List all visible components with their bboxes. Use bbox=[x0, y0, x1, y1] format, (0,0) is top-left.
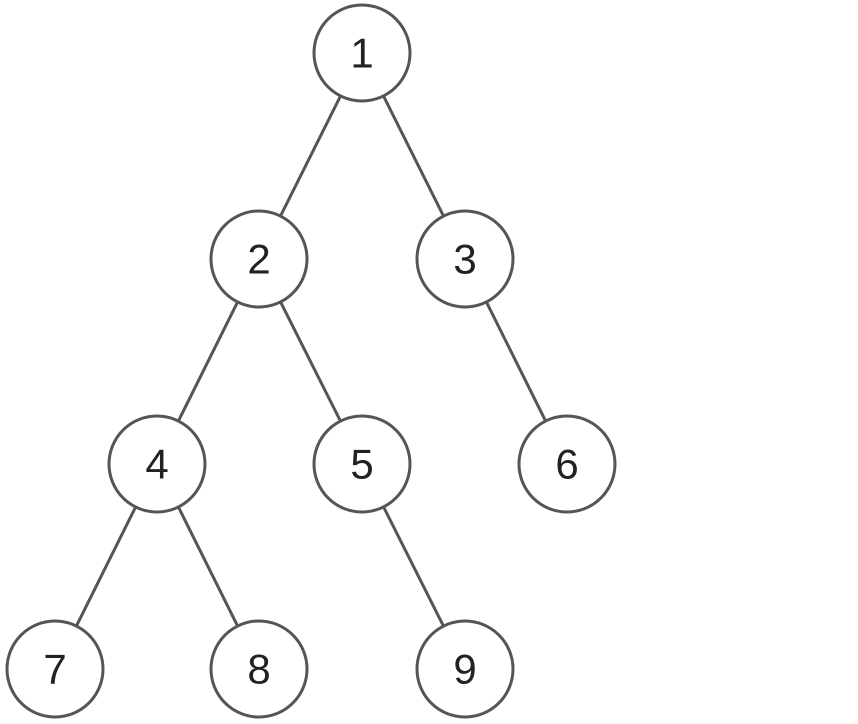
node-circle bbox=[209, 619, 309, 719]
tree-edges bbox=[74, 94, 548, 628]
node-label: 6 bbox=[555, 441, 578, 488]
node-label: 7 bbox=[43, 646, 66, 693]
edge-1-3 bbox=[381, 94, 446, 218]
edge-4-7 bbox=[74, 505, 138, 628]
tree-node-9: 9 bbox=[415, 619, 515, 719]
tree-node-4: 4 bbox=[107, 414, 207, 514]
edge-3-6 bbox=[484, 300, 548, 423]
tree-node-8: 8 bbox=[209, 619, 309, 719]
edge-5-9 bbox=[382, 505, 445, 628]
tree-nodes: 1 2 3 4 5 6 7 8 9 bbox=[5, 3, 617, 719]
node-circle bbox=[5, 619, 105, 719]
tree-node-1: 1 bbox=[312, 3, 412, 103]
node-label: 2 bbox=[247, 236, 270, 283]
edge-2-5 bbox=[279, 300, 342, 423]
node-circle bbox=[415, 619, 515, 719]
node-circle bbox=[312, 414, 412, 514]
tree-node-6: 6 bbox=[517, 414, 617, 514]
node-circle bbox=[415, 209, 515, 309]
node-circle bbox=[517, 414, 617, 514]
tree-node-7: 7 bbox=[5, 619, 105, 719]
node-label: 9 bbox=[453, 646, 476, 693]
tree-node-2: 2 bbox=[209, 209, 309, 309]
edge-1-2 bbox=[278, 94, 343, 218]
node-circle bbox=[107, 414, 207, 514]
node-label: 5 bbox=[350, 441, 373, 488]
edge-2-4 bbox=[176, 300, 240, 423]
node-circle bbox=[312, 3, 412, 103]
tree-node-5: 5 bbox=[312, 414, 412, 514]
edge-4-8 bbox=[176, 505, 240, 628]
node-label: 4 bbox=[145, 441, 168, 488]
tree-node-3: 3 bbox=[415, 209, 515, 309]
node-circle bbox=[209, 209, 309, 309]
node-label: 3 bbox=[453, 236, 476, 283]
node-label: 8 bbox=[247, 646, 270, 693]
node-label: 1 bbox=[350, 30, 373, 77]
